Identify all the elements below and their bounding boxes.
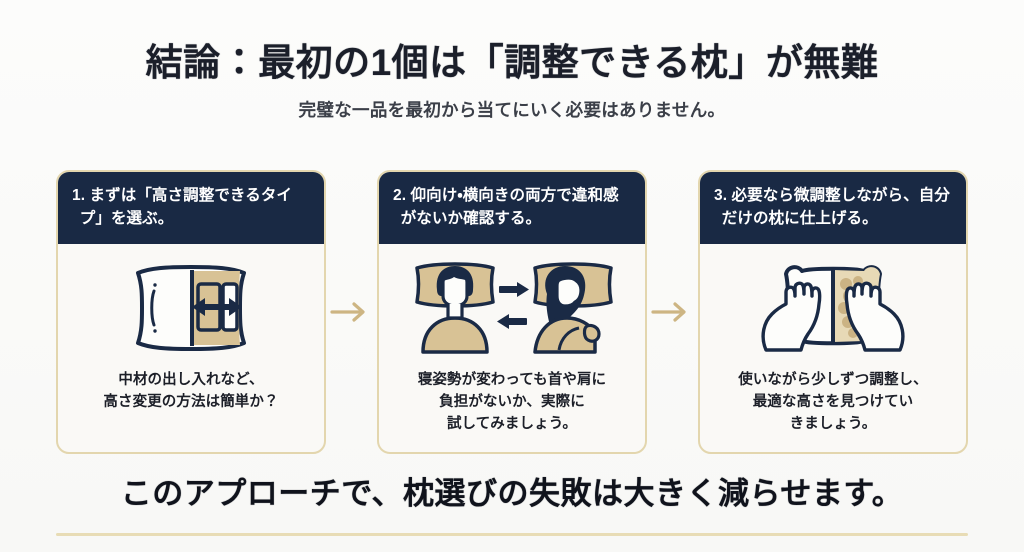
page-subtitle: 完璧な一品を最初から当てにいく必要はありません。 xyxy=(298,99,726,120)
step-card-1-caption: 中材の出し入れなど、 高さ変更の方法は簡単か？ xyxy=(103,370,278,414)
caption-line: 中材の出し入れなど、 xyxy=(118,372,264,388)
title-block: 結論：最初の1個は「調整できる枕」が無難 完璧な一品を最初から当てにいく必要はあ… xyxy=(0,42,1024,122)
step-card-3[interactable]: 3. 必要なら微調整しながら、自分だけの枕に仕上げる。 xyxy=(698,170,968,454)
arrow-card1-to-card2 xyxy=(326,170,377,454)
page-title: 結論：最初の1個は「調整できる枕」が無難 xyxy=(145,42,879,83)
caption-line: 使いながら少しずつ調整し、 xyxy=(738,372,928,388)
caption-line: 試してみましょう。 xyxy=(446,415,578,432)
step-card-2[interactable]: 2. 仰向け・横向きの両方で違和感がないか確認する。 xyxy=(377,170,647,454)
step-card-2-body: 寝姿勢が変わっても首や肩に 負担がないか、実際に 試してみましょう。 xyxy=(379,244,645,452)
step-card-1-header-text: 1. まずは「高さ調整できるタイプ」を選ぶ。 xyxy=(72,187,293,227)
footer-block: このアプローチで、枕選びの失敗は大きく減らせます。 xyxy=(0,468,1024,513)
caption-line: 負担がないか、実際に xyxy=(439,393,585,410)
steps-row: 1. まずは「高さ調整できるタイプ」を選ぶ。 xyxy=(56,170,968,454)
caption-line: 寝姿勢が変わっても首や肩に xyxy=(417,372,607,388)
step-card-3-body: 使いながら少しずつ調整し、 最適な高さを見つけてい きましょう。 xyxy=(700,244,966,452)
arrow-card2-to-card3 xyxy=(647,170,698,454)
supine-and-side-sleeper-icon xyxy=(407,256,617,360)
hands-adjusting-pillow-icon xyxy=(758,256,908,360)
step-card-2-header: 2. 仰向け・横向きの両方で違和感がないか確認する。 xyxy=(379,172,645,244)
step-card-1-header: 1. まずは「高さ調整できるタイプ」を選ぶ。 xyxy=(58,172,324,244)
caption-line: 最適な高さを見つけてい xyxy=(752,393,914,410)
step-card-1[interactable]: 1. まずは「高さ調整できるタイプ」を選ぶ。 xyxy=(56,170,326,454)
caption-line: 高さ変更の方法は簡単か？ xyxy=(103,393,279,410)
step-card-1-body: 中材の出し入れなど、 高さ変更の方法は簡単か？ xyxy=(58,244,324,452)
step-card-2-caption: 寝姿勢が変わっても首や肩に 負担がないか、実際に 試してみましょう。 xyxy=(418,370,606,435)
adjustable-pillow-icon xyxy=(126,256,256,360)
step-card-3-header-text: 3. 必要なら微調整しながら、自分だけの枕に仕上げる。 xyxy=(714,187,950,227)
step-card-2-header-text: 2. 仰向け・横向きの両方で違和感がないか確認する。 xyxy=(393,187,619,227)
step-card-3-caption: 使いながら少しずつ調整し、 最適な高さを見つけてい きましょう。 xyxy=(738,370,928,435)
caption-line: きましょう。 xyxy=(789,415,877,432)
step-card-3-header: 3. 必要なら微調整しながら、自分だけの枕に仕上げる。 xyxy=(700,172,966,244)
footer-text: このアプローチで、枕選びの失敗は大きく減らせます。 xyxy=(120,476,904,511)
bottom-divider xyxy=(56,533,968,536)
